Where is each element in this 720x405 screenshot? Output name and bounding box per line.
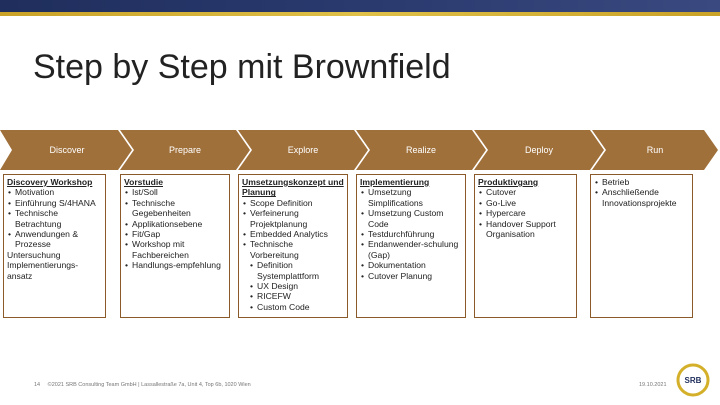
phase-box-deploy: Produktivgang CutoverGo-LiveHypercareHan… xyxy=(474,174,577,318)
box-list: MotivationEinführung S/4HANATechnische B… xyxy=(7,187,102,281)
box-item: Betrieb xyxy=(594,177,689,188)
page-number: 14 xyxy=(34,382,41,388)
box-item: Technische Betrachtung xyxy=(7,208,102,229)
box-list: CutoverGo-LiveHypercareHandover Support … xyxy=(478,187,573,239)
box-item: Dokumentation xyxy=(360,260,462,271)
logo-text: SRB xyxy=(685,376,702,385)
footer-text: ©2021 SRB Consulting Team GmbH | Lassall… xyxy=(47,382,251,388)
box-item: Umsetzung Simplifications xyxy=(360,187,462,208)
box-item: RICEFW xyxy=(242,291,344,302)
box-item: Cutover xyxy=(478,187,573,198)
phase-box-explore: Umsetzungskonzept und Planung Scope Defi… xyxy=(238,174,348,318)
box-item: Anwendungen & Prozesse xyxy=(7,229,102,250)
chevron-deploy xyxy=(474,130,604,170)
box-item: Ist/Soll xyxy=(124,187,226,198)
srb-logo-icon: SRB xyxy=(676,363,710,397)
box-heading: Discovery Workshop xyxy=(7,177,93,187)
phase-box-run: BetriebAnschließende Innovationsprojekte xyxy=(590,174,693,318)
slide-title: Step by Step mit Brownfield xyxy=(33,48,451,86)
box-item: Technische Gegebenheiten xyxy=(124,198,226,219)
phase-label-run: Run xyxy=(646,145,664,155)
phase-label-explore: Explore xyxy=(287,145,319,155)
box-heading: Vorstudie xyxy=(124,177,163,187)
box-item: Definition Systemplattform xyxy=(242,260,344,281)
phase-chevrons xyxy=(0,130,718,170)
chevron-explore xyxy=(238,130,368,170)
box-item: Untersuchung Implementierungs-ansatz xyxy=(7,249,79,281)
phase-label-realize: Realize xyxy=(405,145,436,155)
box-list: BetriebAnschließende Innovationsprojekte xyxy=(594,177,689,208)
box-item: Handover Support Organisation xyxy=(478,219,573,240)
box-item: Einführung S/4HANA xyxy=(7,198,102,209)
box-item: Fit/Gap xyxy=(124,229,226,240)
box-item: Workshop mit Fachbereichen xyxy=(124,239,226,260)
box-item: Applikationsebene xyxy=(124,219,226,230)
box-item: Handlungs-empfehlung xyxy=(124,260,226,271)
phase-label-prepare: Prepare xyxy=(168,145,202,155)
box-heading: Produktivgang xyxy=(478,177,539,187)
box-heading: Implementierung xyxy=(360,177,430,187)
box-list: Umsetzung SimplificationsUmsetzung Custo… xyxy=(360,187,462,281)
phase-box-realize: Implementierung Umsetzung Simplification… xyxy=(356,174,466,318)
box-item: Cutover Planung xyxy=(360,271,462,282)
footer: 14 ©2021 SRB Consulting Team GmbH | Lass… xyxy=(34,382,251,388)
chevron-run xyxy=(592,130,718,170)
box-heading: Umsetzungskonzept und Planung xyxy=(242,177,344,198)
box-item: Hypercare xyxy=(478,208,573,219)
box-item: Custom Code xyxy=(242,302,344,313)
box-item: Anschließende Innovationsprojekte xyxy=(594,187,689,208)
chevron-prepare xyxy=(120,130,250,170)
phase-box-discover: Discovery Workshop MotivationEinführung … xyxy=(3,174,106,318)
box-item: Verfeinerung Projektplanung xyxy=(242,208,344,229)
box-item: Embedded Analytics xyxy=(242,229,344,240)
phase-label-deploy: Deploy xyxy=(524,145,553,155)
box-item: Umsetzung Custom Code xyxy=(360,208,462,229)
box-item: Scope Definition xyxy=(242,198,344,209)
footer-date: 19.10.2021 xyxy=(639,382,667,388)
box-item: Technische Vorbereitung xyxy=(242,239,344,260)
header-accent-stripe xyxy=(0,12,720,16)
box-item: UX Design xyxy=(242,281,344,292)
chevron-discover xyxy=(0,130,132,170)
box-item: Endanwender-schulung (Gap) xyxy=(360,239,462,260)
phase-label-discover: Discover xyxy=(49,145,85,155)
box-list: Ist/SollTechnische GegebenheitenApplikat… xyxy=(124,187,226,271)
box-item: Go-Live xyxy=(478,198,573,209)
chevron-realize xyxy=(356,130,486,170)
box-list: Scope DefinitionVerfeinerung Projektplan… xyxy=(242,198,344,313)
box-item: Testdurchführung xyxy=(360,229,462,240)
box-item: Motivation xyxy=(7,187,102,198)
phase-box-prepare: Vorstudie Ist/SollTechnische Gegebenheit… xyxy=(120,174,230,318)
